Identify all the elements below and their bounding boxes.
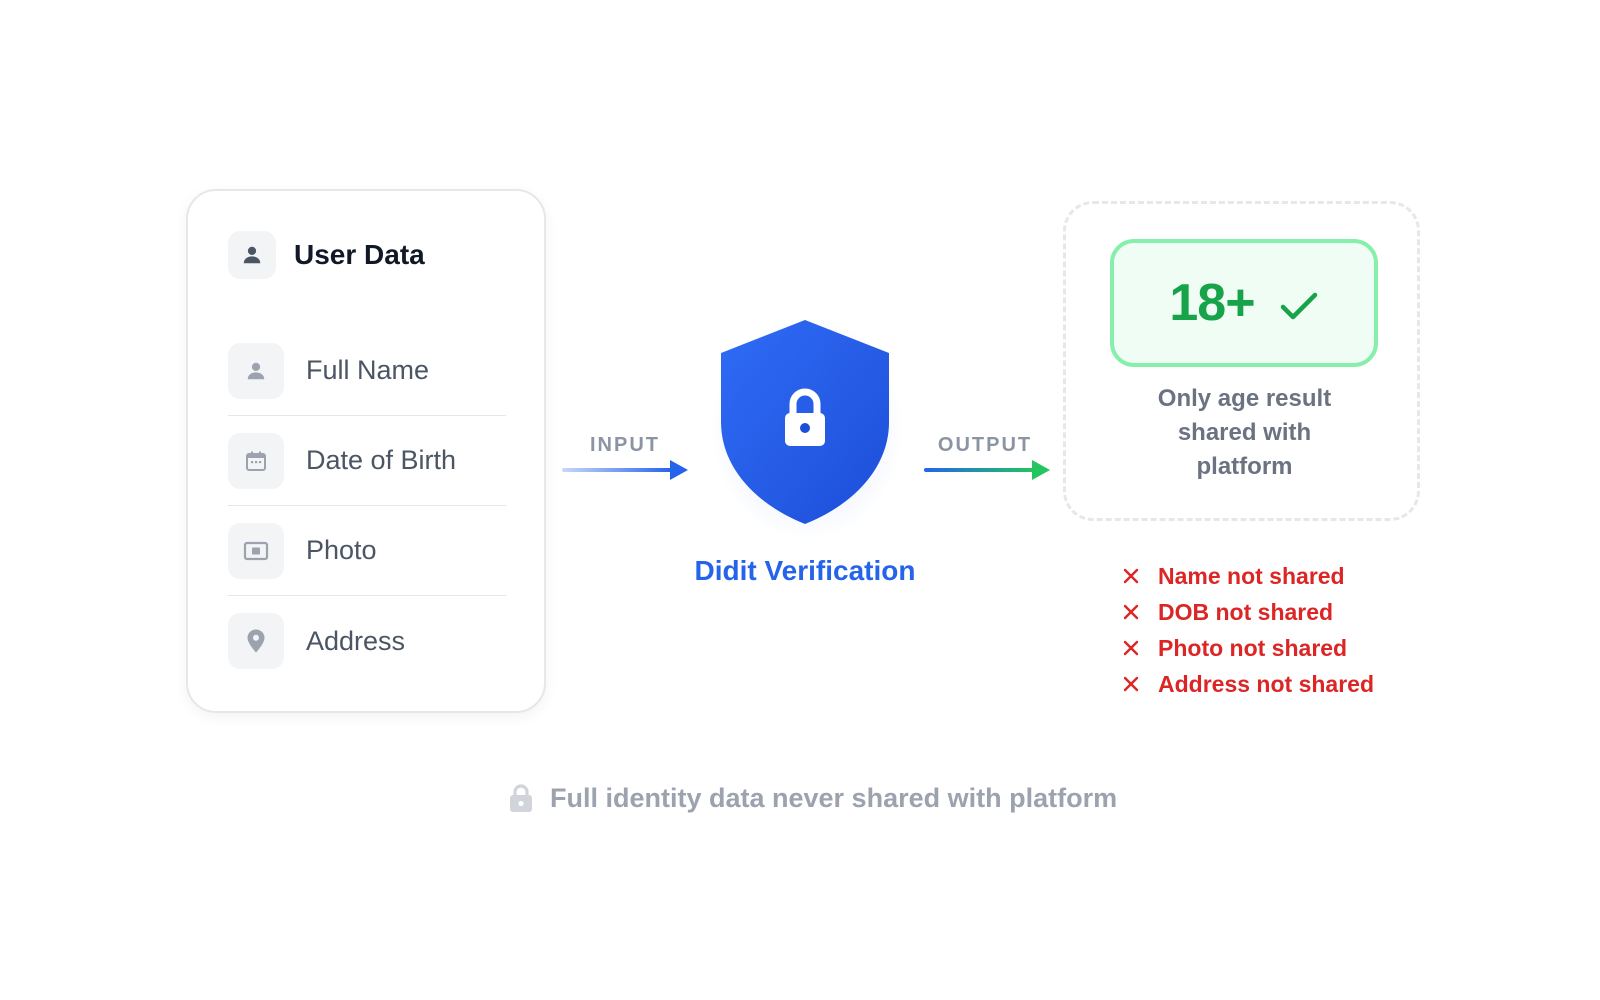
not-shared-list: Name not shared DOB not shared Photo not…: [1120, 558, 1374, 702]
close-icon: [1123, 568, 1139, 584]
map-pin-icon: [228, 613, 284, 669]
calendar-icon: [228, 432, 284, 489]
list-item: Address not shared: [1120, 666, 1374, 702]
verification-label: Didit Verification: [694, 555, 916, 586]
close-icon: [1123, 640, 1139, 656]
close-icon: [1123, 604, 1139, 620]
row-label: Photo: [306, 535, 377, 565]
list-item-full-name: Full Name: [228, 326, 506, 416]
list-item-photo: Photo: [228, 506, 506, 596]
output-label: OUTPUT: [937, 434, 1033, 456]
check-icon: [1280, 292, 1317, 320]
input-label: INPUT: [590, 434, 660, 456]
caption-line: Only age result: [1157, 385, 1332, 412]
footer-text: Full identity data never shared with pla…: [550, 782, 1118, 813]
row-label: Address: [306, 625, 406, 656]
lock-icon: [510, 784, 532, 812]
not-shared-label: Photo not shared: [1158, 634, 1348, 661]
output-box: 18+ Only age result shared with platform: [1063, 201, 1420, 521]
verification-shield: [690, 310, 920, 540]
card-header: User Data: [228, 231, 425, 279]
age-result-value: 18+: [1169, 274, 1255, 332]
list-item: Name not shared: [1120, 558, 1374, 594]
output-arrow: [924, 460, 1050, 480]
not-shared-label: DOB not shared: [1158, 598, 1334, 625]
row-label: Date of Birth: [306, 445, 457, 475]
privacy-footer: Full identity data never shared with pla…: [508, 782, 1117, 814]
input-arrow: [562, 460, 688, 480]
user-data-card: User Data Full Name: [186, 189, 546, 713]
shield-lock-icon: [721, 320, 889, 524]
photo-id-icon: [228, 522, 284, 579]
list-item: Photo not shared: [1120, 630, 1374, 666]
caption-line: platform: [1196, 453, 1293, 480]
row-label: Full Name: [306, 355, 430, 385]
list-item-address: Address: [228, 596, 506, 686]
not-shared-label: Address not shared: [1158, 670, 1374, 697]
card-title: User Data: [294, 239, 425, 270]
close-icon: [1123, 676, 1139, 692]
caption-line: shared with: [1177, 419, 1312, 446]
list-item: DOB not shared: [1120, 594, 1374, 630]
user-icon: [228, 231, 276, 279]
list-item-date-of-birth: Date of Birth: [228, 416, 506, 506]
result-caption: Only age result shared with platform: [1086, 382, 1403, 484]
age-result-badge: 18+: [1110, 239, 1378, 367]
user-data-list: Full Name Date of Birth: [228, 326, 506, 686]
user-icon: [228, 342, 284, 399]
not-shared-label: Name not shared: [1158, 562, 1345, 589]
